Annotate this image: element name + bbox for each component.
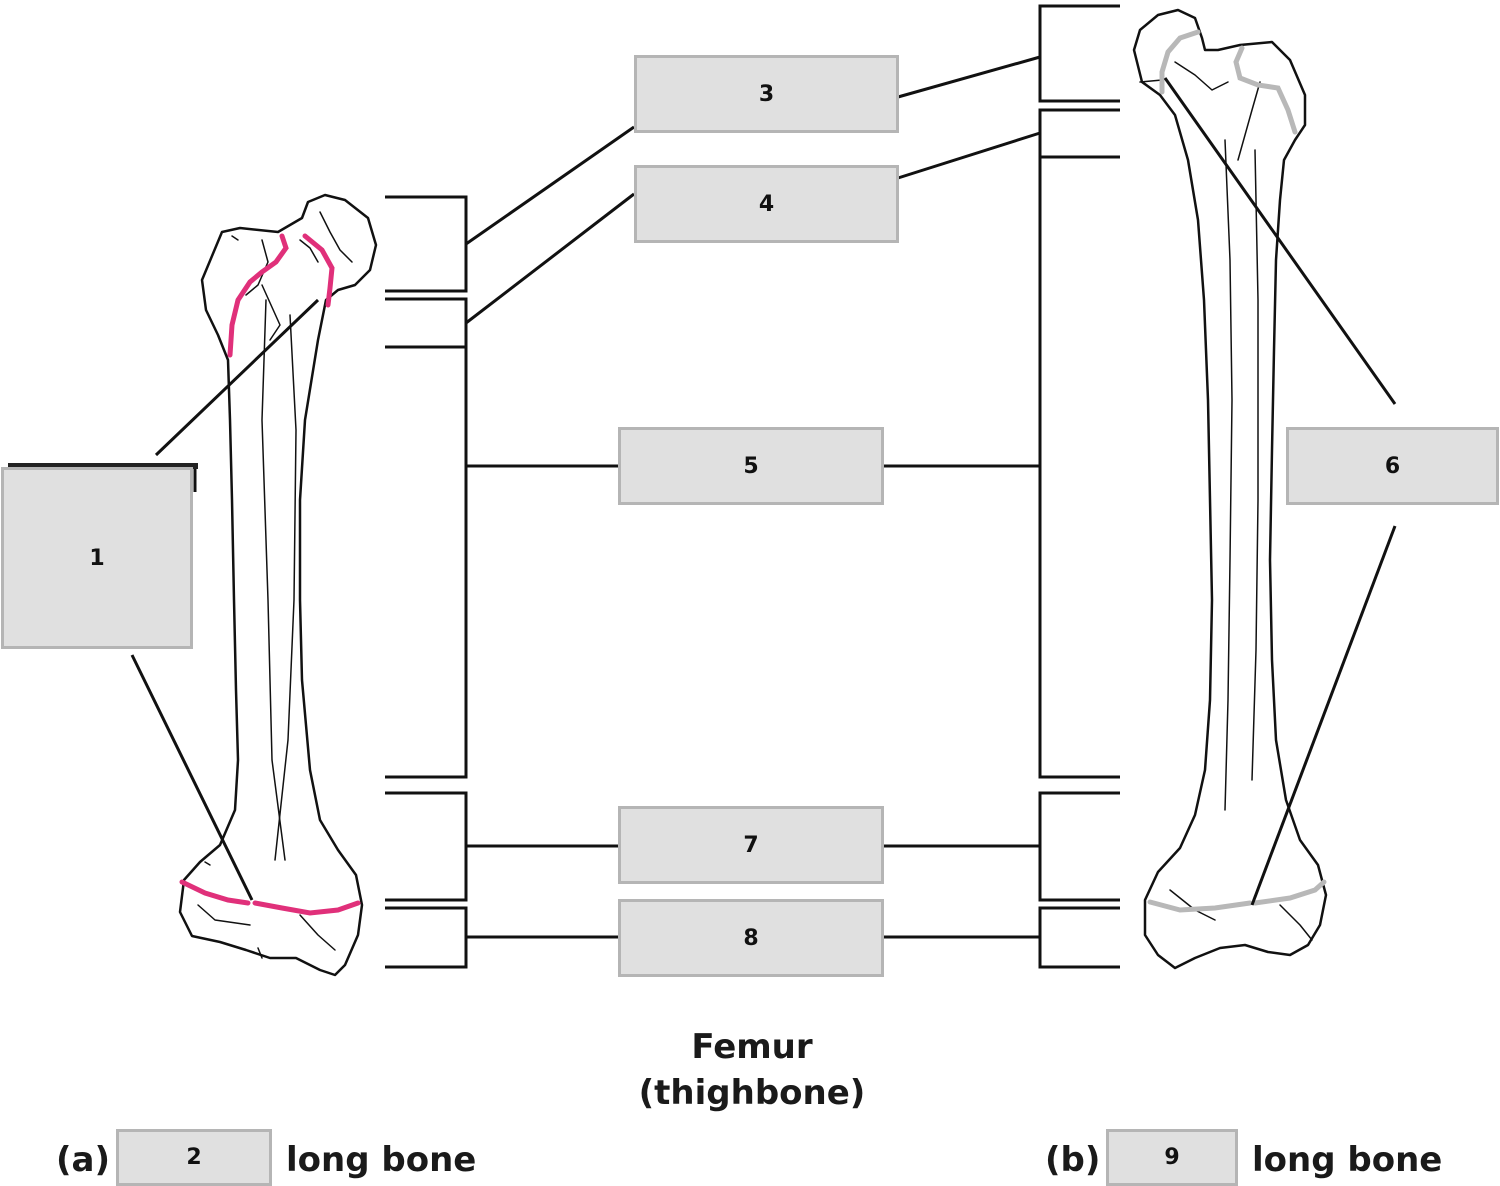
right-femur-illustration: [1132, 8, 1328, 970]
label-box-2-text: 2: [186, 1145, 202, 1170]
label-box-6-text: 6: [1384, 453, 1401, 479]
label-box-8-text: 8: [743, 925, 759, 951]
occluded-text-fragment: [8, 463, 198, 469]
leader-lines: [130, 4, 1397, 969]
label-box-1-text: 1: [89, 545, 105, 571]
label-box-8[interactable]: 8: [618, 899, 884, 977]
bracket: [385, 906, 468, 969]
label-box-9[interactable]: 9: [1106, 1129, 1238, 1186]
label-box-7[interactable]: 7: [618, 806, 884, 884]
bracket: [385, 195, 468, 293]
label-box-2[interactable]: 2: [116, 1129, 272, 1186]
label-box-3[interactable]: 3: [634, 55, 899, 133]
bracket: [385, 347, 468, 779]
label-box-5[interactable]: 5: [618, 427, 884, 505]
bracket: [1038, 4, 1120, 103]
caption-a-text: long bone: [286, 1140, 477, 1180]
label-box-5-text: 5: [743, 453, 759, 479]
bracket: [1038, 108, 1120, 159]
label-box-6[interactable]: 6: [1286, 427, 1499, 505]
bracket: [1038, 791, 1120, 902]
caption-b-letter: (b): [1045, 1140, 1101, 1180]
title-line-1: Femur: [691, 1027, 813, 1067]
caption-b-text: long bone: [1252, 1140, 1443, 1180]
bracket: [1038, 906, 1120, 969]
bracket: [385, 297, 468, 349]
left-femur-illustration: [178, 193, 378, 977]
label-box-3-text: 3: [758, 81, 775, 107]
label-box-9-text: 9: [1164, 1145, 1180, 1170]
caption-a-letter: (a): [56, 1140, 111, 1180]
bracket: [385, 791, 468, 902]
title-line-2: (thighbone): [638, 1073, 866, 1113]
left-epiphyseal-lines: [179, 233, 361, 916]
right-epiphyseal-lines: [1147, 29, 1327, 913]
label-box-1[interactable]: 1: [1, 467, 193, 649]
label-box-4[interactable]: 4: [634, 165, 899, 243]
bracket: [1038, 157, 1120, 779]
diagram-title: Femur (thighbone): [602, 1024, 902, 1116]
label-box-7-text: 7: [743, 832, 759, 858]
label-box-4-text: 4: [758, 191, 775, 217]
